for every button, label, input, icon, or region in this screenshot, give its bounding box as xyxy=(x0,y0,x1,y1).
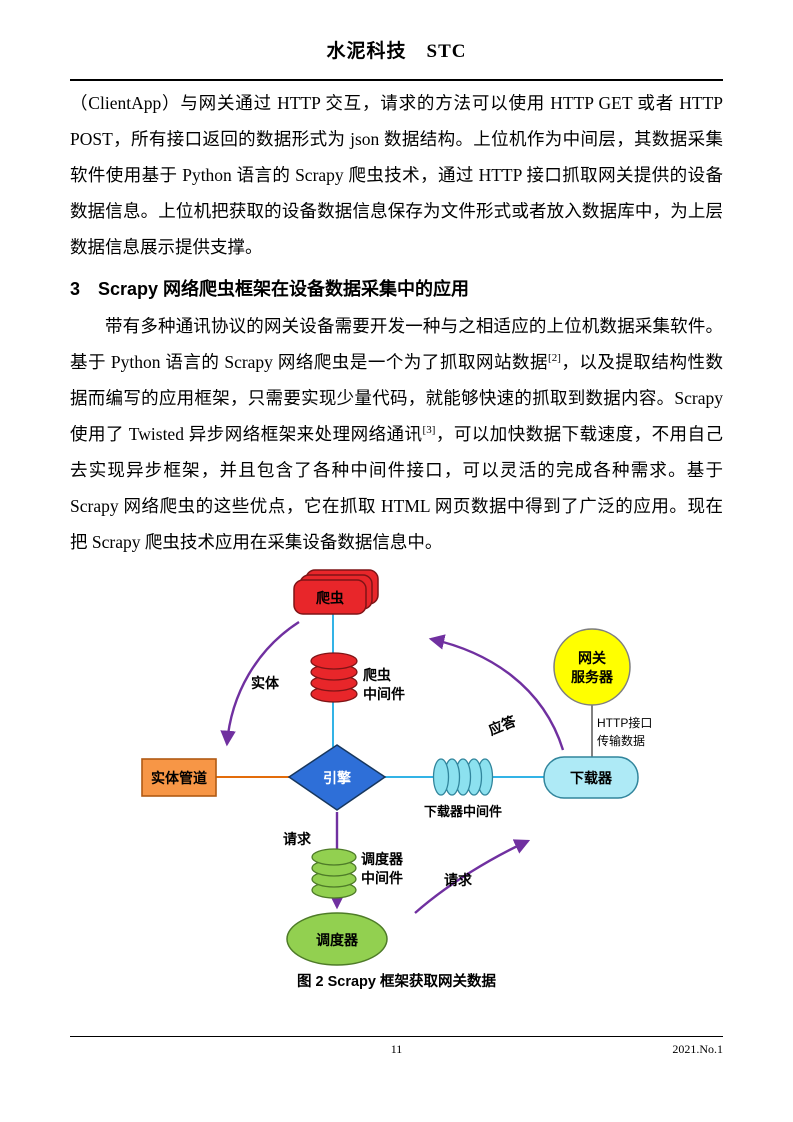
gateway-server-label-line1: 网关 xyxy=(578,650,606,666)
footer-row: 11 2021.No.1 xyxy=(70,1042,723,1057)
request-down-label: 请求 xyxy=(283,831,312,847)
item-pipeline-node: 实体管道 xyxy=(140,758,217,797)
journal-title: 水泥科技 STC xyxy=(326,41,467,62)
spider-node: 爬虫 xyxy=(292,569,379,615)
section-heading: 3 Scrapy 网络爬虫框架在设备数据采集中的应用 xyxy=(70,279,470,299)
spider-middleware-node: 爬虫 中间件 xyxy=(309,652,405,703)
http-transfer-label-line2: 传输数据 xyxy=(597,733,645,748)
engine-node: 引擎 xyxy=(287,744,386,811)
downloader-node: 下载器 xyxy=(542,756,639,799)
items-label: 实体 xyxy=(251,675,280,691)
paragraph-intro: （ClientApp）与网关通过 HTTP 交互，请求的方法可以使用 HTTP … xyxy=(70,93,723,257)
gateway-server-node: 网关 服务器 xyxy=(552,628,631,706)
spider-label: 爬虫 xyxy=(316,590,344,606)
figure-caption: 图 2 Scrapy 框架获取网关数据 xyxy=(296,974,496,990)
citation-2: [2] xyxy=(548,352,561,365)
paragraph-scrapy: 带有多种通讯协议的网关设备需要开发一种与之相适应的上位机数据采集软件。基于 Py… xyxy=(70,308,723,560)
scheduler-node: 调度器 xyxy=(285,912,388,966)
gateway-server-label-line2: 服务器 xyxy=(571,669,614,685)
scheduler-middleware-label-line2: 中间件 xyxy=(361,870,403,886)
items-arrow xyxy=(219,620,300,747)
item-pipeline-label: 实体管道 xyxy=(151,770,207,786)
scheduler-label: 调度器 xyxy=(316,932,359,948)
page-footer: 11 2021.No.1 xyxy=(70,1036,723,1057)
response-arrow xyxy=(428,634,564,751)
downloader-middleware-node: 下载器中间件 xyxy=(423,758,502,819)
downloader-label: 下载器 xyxy=(570,770,613,786)
scheduler-middleware-node: 调度器 中间件 xyxy=(310,848,404,899)
paragraph-scrapy-part3: ，可以加快数据下载速度，不用自己去实现异步框架，并且包含了各种中间件接口，可以灵… xyxy=(70,424,724,552)
page-content: （ClientApp）与网关通过 HTTP 交互，请求的方法可以使用 HTTP … xyxy=(70,85,723,991)
scheduler-middleware-label-line1: 调度器 xyxy=(361,851,404,867)
request-up-label: 请求 xyxy=(444,872,473,888)
issue-label: 2021.No.1 xyxy=(672,1042,723,1056)
citation-3: [3] xyxy=(422,424,436,437)
figure-2: 爬虫 爬虫 中间件 网关 服务器 xyxy=(70,564,723,991)
request-up-arrow xyxy=(413,839,530,914)
engine-label: 引擎 xyxy=(323,770,351,786)
scrapy-architecture-diagram: 爬虫 爬虫 中间件 网关 服务器 xyxy=(140,569,652,966)
response-label: 应答 xyxy=(486,712,519,738)
paragraph-scrapy-part1: 带有多种通讯协议的网关设备需要开发一种与之相适应的上位机数据采集软件。基于 Py… xyxy=(70,316,723,372)
paragraph-scrapy-part2: ，以及提取结构性数据而编写的应用框架，只需要实现少量代码，就能够快速的抓取到数据… xyxy=(70,352,723,444)
http-transfer-label-line1: HTTP接口 xyxy=(597,715,652,730)
spider-middleware-label-line2: 中间件 xyxy=(363,686,405,702)
header-rule xyxy=(70,79,723,81)
downloader-middleware-label: 下载器中间件 xyxy=(423,804,501,819)
spider-middleware-label-line1: 爬虫 xyxy=(363,667,391,683)
page-number: 11 xyxy=(390,1042,403,1056)
